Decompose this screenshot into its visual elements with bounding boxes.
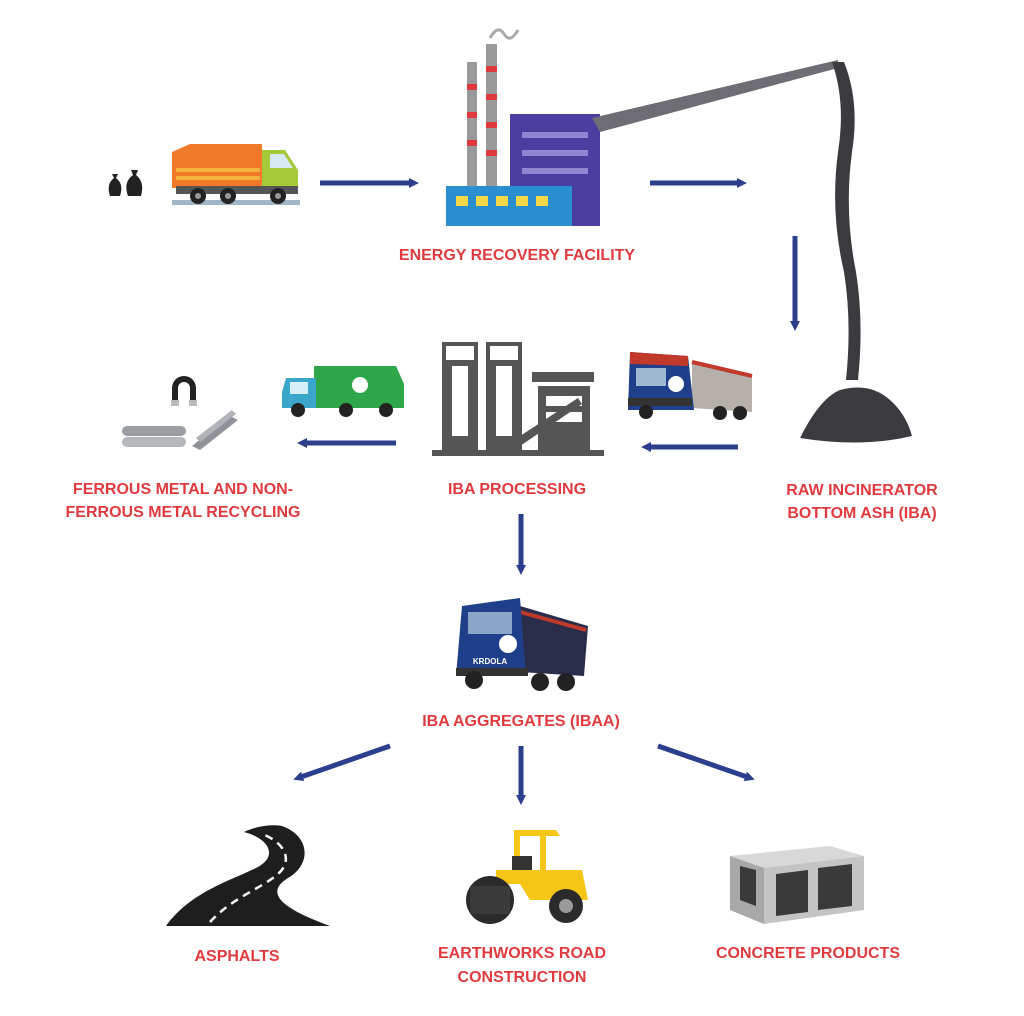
concrete-label: CONCRETE PRODUCTS — [716, 945, 900, 962]
factory-icon — [446, 28, 838, 226]
recycling-truck-icon — [282, 366, 404, 417]
earthworks-label-line1: EARTHWORKS ROAD — [438, 945, 606, 962]
asphalts-label: ASPHALTS — [194, 948, 279, 965]
magnet-icon — [171, 376, 197, 406]
raw-iba-label-line1: RAW INCINERATOR — [786, 482, 938, 499]
ash-pile-icon — [800, 62, 912, 443]
road-roller-icon — [466, 830, 588, 924]
garbage-truck-icon — [172, 144, 300, 205]
iba-processing-label: IBA PROCESSING — [448, 481, 586, 498]
aggregate-truck-icon: KRDOLA — [456, 598, 588, 691]
metal-bars-icon — [122, 410, 238, 450]
arrow-to-concrete — [657, 743, 755, 782]
energy-recovery-label: ENERGY RECOVERY FACILITY — [399, 247, 636, 264]
iba-aggregates-label: IBA AGGREGATES (IBAA) — [422, 713, 620, 730]
arrow-to-asphalts — [293, 743, 391, 782]
tipper-truck-icon — [628, 352, 753, 420]
road-icon — [166, 825, 330, 926]
garbage-bag-icon — [108, 170, 143, 196]
ferrous-label-line2: FERROUS METAL RECYCLING — [66, 504, 301, 521]
raw-iba-label-line2: BOTTOM ASH (IBA) — [787, 505, 936, 522]
truck-branding-text: KRDOLA — [473, 657, 507, 666]
ferrous-label-line1: FERROUS METAL AND NON- — [73, 481, 293, 498]
processing-plant-icon — [432, 342, 604, 456]
concrete-block-icon — [730, 846, 864, 924]
earthworks-label-line2: CONSTRUCTION — [458, 969, 587, 986]
